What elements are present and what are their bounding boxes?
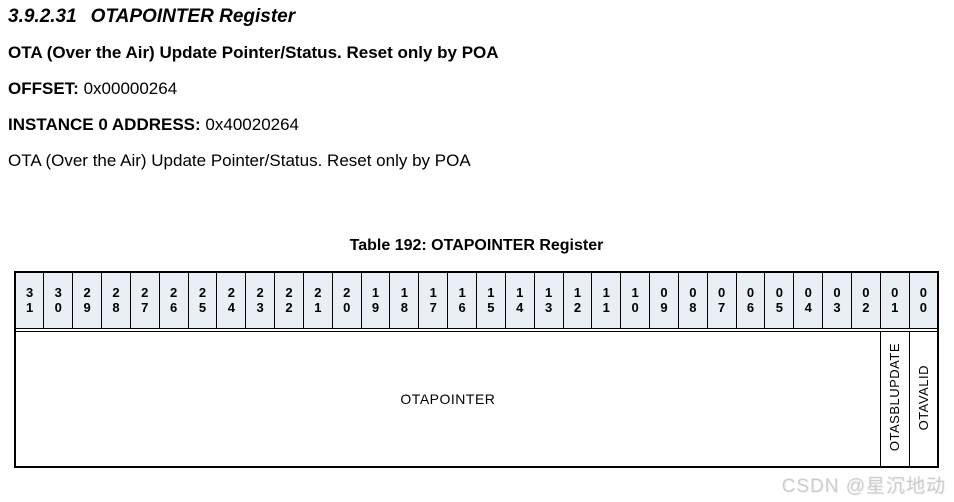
table-caption: Table 192: OTAPOINTER Register — [349, 237, 604, 254]
field-label-otasblupdate: OTASBLUPDATE — [887, 343, 903, 452]
offset-label: OFFSET: — [8, 79, 79, 98]
offset-line: OFFSET: 0x00000264 — [8, 79, 177, 99]
instance-address-label: INSTANCE 0 ADDRESS: — [8, 115, 201, 134]
field-row: OTAPOINTER OTASBLUPDATE OTAVALID — [14, 330, 939, 468]
field-label-otavalid: OTAVALID — [915, 364, 931, 430]
offset-value: 0x00000264 — [83, 79, 178, 98]
watermark: CSDN @星沉地动 — [781, 476, 946, 497]
section-number: 3.9.2.31 — [8, 6, 77, 27]
register-summary: OTA (Over the Air) Update Pointer/Status… — [8, 43, 499, 62]
instance-address-value: 0x40020264 — [205, 115, 300, 134]
instance-address-line: INSTANCE 0 ADDRESS: 0x40020264 — [8, 115, 299, 135]
field-cell-otasblupdate: OTASBLUPDATE — [879, 330, 910, 468]
register-description: OTA (Over the Air) Update Pointer/Status… — [8, 151, 471, 170]
section-title: OTAPOINTER Register — [90, 6, 296, 27]
field-cell-otapointer: OTAPOINTER — [14, 330, 881, 468]
field-cell-otavalid: OTAVALID — [908, 330, 939, 468]
field-label-otapointer: OTAPOINTER — [400, 390, 496, 407]
section-heading: 3.9.2.31 OTAPOINTER Register — [8, 6, 295, 28]
